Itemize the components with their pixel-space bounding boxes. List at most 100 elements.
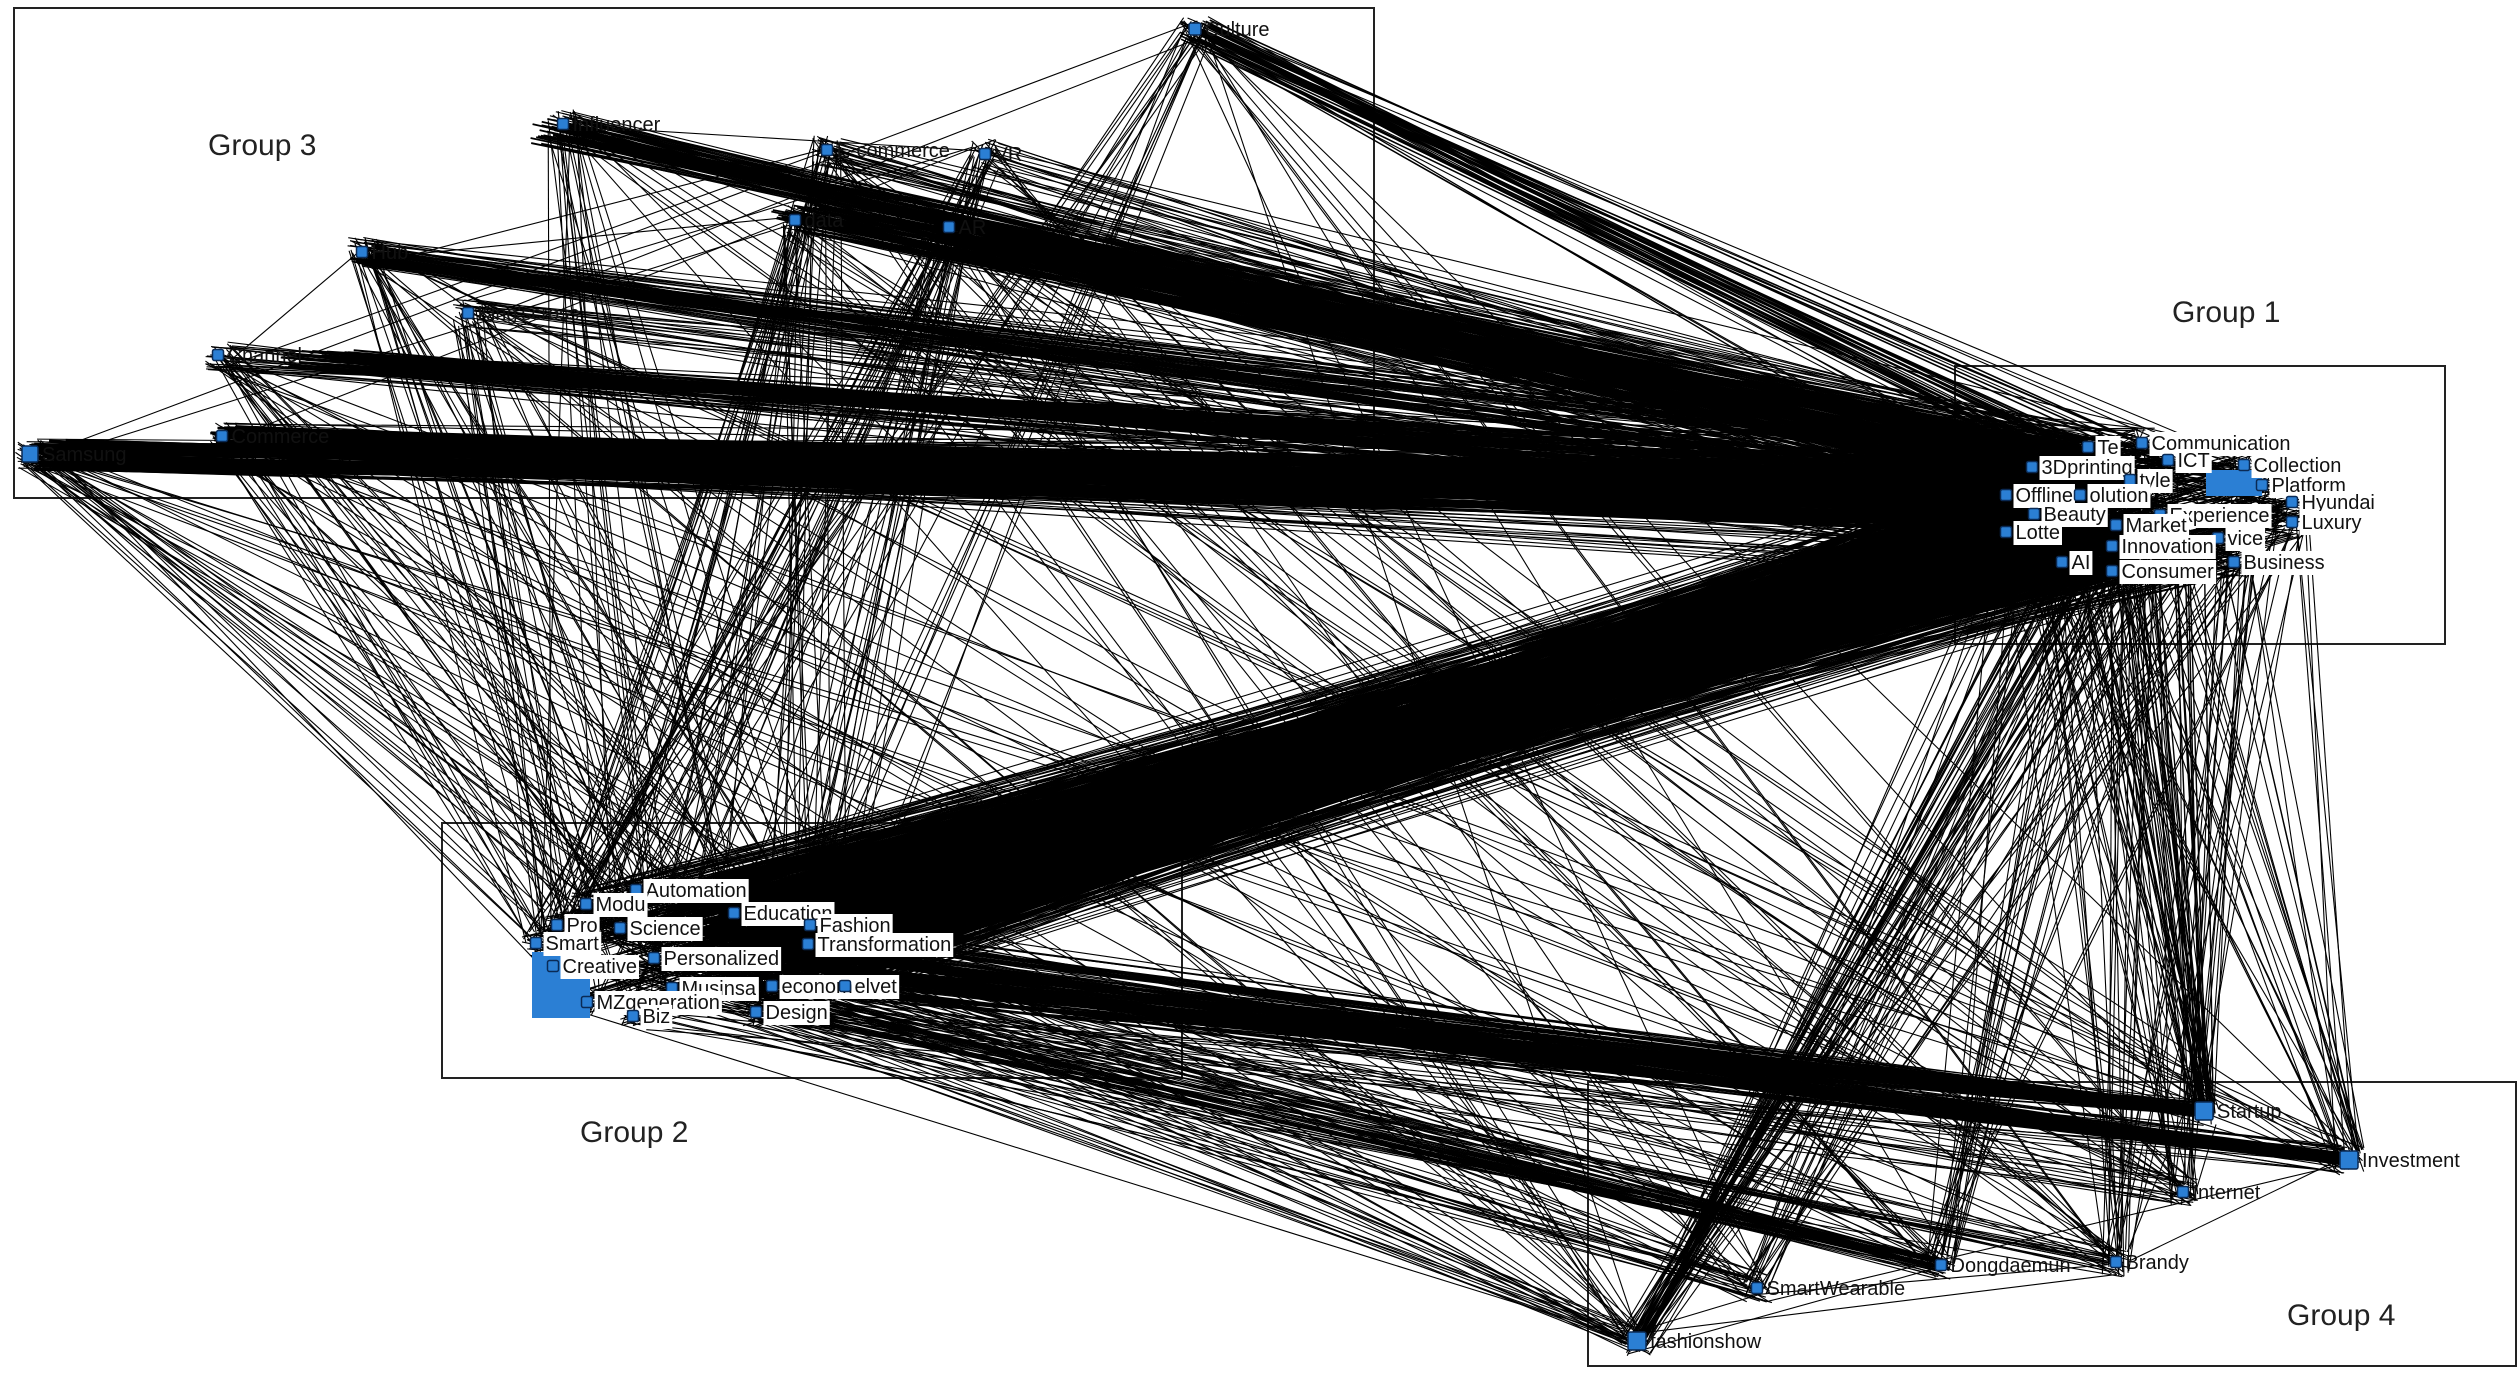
node-marker <box>2109 518 2123 532</box>
edge-2103 <box>2156 555 2205 1108</box>
node-beauty: Beauty <box>2027 503 2108 527</box>
edge-463 <box>232 436 559 918</box>
edge-2082 <box>702 974 1951 1266</box>
node-marker <box>647 951 661 965</box>
node-marker <box>2027 507 2041 521</box>
edge-914 <box>2295 514 2345 1151</box>
node-label: Communication <box>2152 433 2291 455</box>
edge-2102 <box>2086 545 2205 1116</box>
edge-2127 <box>1629 546 2114 1340</box>
node-olution: olution <box>2073 484 2151 508</box>
node-ar: AR <box>942 217 986 239</box>
edge-1824 <box>372 251 2101 495</box>
node-channel: Channel <box>211 345 302 367</box>
node-label-bg <box>643 879 749 903</box>
node-marker <box>355 245 369 259</box>
node-label: Experience <box>2170 505 2270 527</box>
edge-74 <box>572 117 722 903</box>
node-label: SmartWearable <box>1767 1278 1906 1300</box>
edge-1962 <box>1184 37 2076 462</box>
edge-2108 <box>2126 538 2215 1111</box>
node-lotte: Lotte <box>1999 521 2062 545</box>
edge-1026 <box>2104 548 2336 1173</box>
node-marker <box>613 921 627 935</box>
edge-9 <box>1187 17 2268 471</box>
edge-132 <box>554 137 815 965</box>
node-data: data <box>788 210 844 232</box>
node-samsung: Samsung <box>21 444 127 466</box>
node-label: Dongdaemun <box>1951 1255 2071 1277</box>
node-label-bg <box>661 947 782 971</box>
node-marker <box>215 429 229 443</box>
node-commerce: Commerce <box>215 426 329 448</box>
node-marker <box>2285 515 2299 529</box>
edge-123 <box>586 162 831 907</box>
node-label: Collection <box>2254 455 2342 477</box>
node-label: Business <box>2244 552 2325 574</box>
node-label: E-commerce <box>837 140 950 162</box>
node-market: Market <box>2109 514 2190 538</box>
edge-1780 <box>285 366 2046 519</box>
edge-1611 <box>870 539 2133 894</box>
edge-745 <box>2198 490 2262 1113</box>
edge-2059 <box>768 948 2359 1164</box>
node-startup: Startup <box>2194 1101 2281 1123</box>
node-ict: ICT <box>2161 449 2212 473</box>
edges-layer <box>15 16 2365 1356</box>
node-label: Fashion <box>820 915 891 937</box>
node-marker <box>21 445 39 463</box>
edge-470 <box>232 445 583 999</box>
node-label-bg <box>640 1005 673 1029</box>
edge-471 <box>225 422 642 1006</box>
edge-1941 <box>926 235 2108 505</box>
edge-2105 <box>2174 539 2209 1107</box>
node-label: Internet <box>2193 1182 2261 1204</box>
node-label-bg <box>2225 527 2266 551</box>
edge-1253 <box>646 1029 2354 1157</box>
node-biz: Biz <box>626 1005 673 1029</box>
node-label: Consumer <box>2122 561 2215 583</box>
edge-2096 <box>2056 566 2200 1113</box>
edge-2106 <box>2148 523 2201 1113</box>
node-marker <box>2025 460 2039 474</box>
edge-1930 <box>968 216 2087 452</box>
node-label: Te <box>2098 437 2119 459</box>
node-brandy: Brandy <box>2109 1252 2189 1274</box>
node-luxury: Luxury <box>2285 511 2364 535</box>
node-science: Science <box>613 917 703 941</box>
edge-1184 <box>537 942 1756 1298</box>
node-business: Business <box>2227 551 2327 575</box>
node-label: King'scross <box>478 303 580 325</box>
edge-756 <box>623 504 1998 886</box>
node-label: elvet <box>855 976 898 998</box>
node-label: Creative <box>563 956 637 978</box>
node-internet: Internet <box>2176 1182 2261 1204</box>
edge-8 <box>1191 26 2276 484</box>
node-label-bg <box>2175 449 2212 473</box>
edge-513 <box>34 459 546 912</box>
node-label-bg <box>627 917 703 941</box>
node-marker <box>2073 488 2087 502</box>
node-marker <box>801 937 815 951</box>
edge-915 <box>2297 533 2359 1152</box>
edge-919 <box>1741 531 2306 1281</box>
edge-1643 <box>752 566 2079 900</box>
edge-2120 <box>1636 527 2071 1337</box>
edge-1250 <box>752 1025 1642 1347</box>
edge-2012 <box>763 931 2214 1109</box>
edge-2092 <box>2203 567 2214 1111</box>
node-culture: Culture <box>1188 19 1269 41</box>
edge-1892 <box>782 211 2072 500</box>
edge-2058 <box>861 978 2346 1163</box>
edge-381 <box>460 313 549 952</box>
edge-2051 <box>768 943 2341 1159</box>
edge-1822 <box>373 246 2105 503</box>
edge-2069 <box>777 963 1946 1267</box>
node-label-bg <box>2149 432 2293 456</box>
node-label: fashionshow <box>1650 1331 1762 1353</box>
edge-517 <box>37 451 822 930</box>
edge-519 <box>41 452 649 971</box>
node-label: Culture <box>1205 19 1269 41</box>
edge-2072 <box>830 968 1947 1264</box>
edge-999 <box>2180 547 2231 1205</box>
